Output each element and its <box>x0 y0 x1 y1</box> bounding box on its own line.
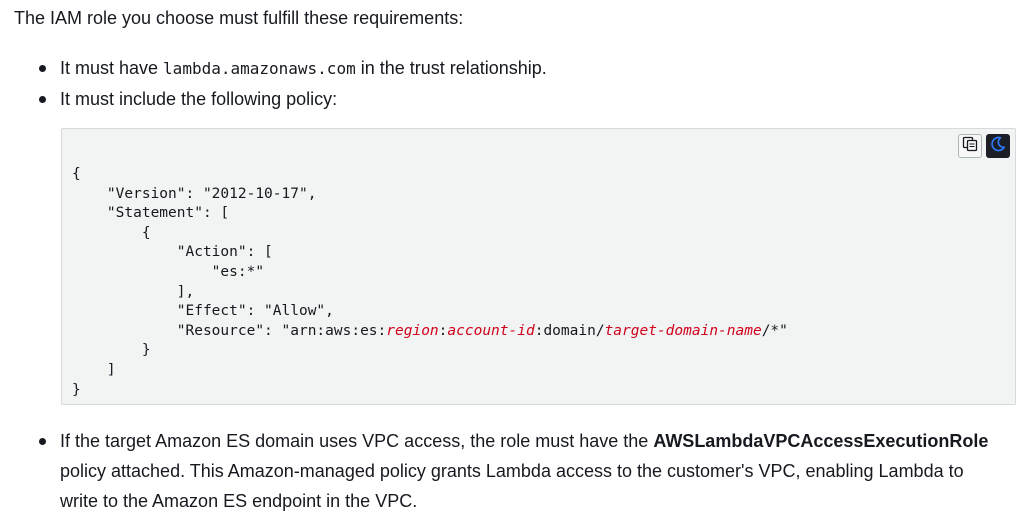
requirement-policy: It must include the following policy: <box>38 84 338 114</box>
code-line: "Action": [ <box>72 244 273 261</box>
code-line: "Effect": "Allow", <box>72 303 334 320</box>
code-line: { <box>72 224 151 241</box>
inline-code-service-principal: lambda.amazonaws.com <box>163 59 356 78</box>
code-separator: : <box>438 322 448 339</box>
code-line: { <box>72 166 81 182</box>
requirement-text: It must have <box>60 58 164 78</box>
requirement-text: If the target Amazon ES domain uses VPC … <box>60 431 654 451</box>
code-line: ], <box>72 283 195 300</box>
code-line: "Version": "2012-10-17", <box>72 185 317 202</box>
placeholder-account-id: account-id <box>447 322 535 339</box>
code-tail: /*" <box>761 322 788 339</box>
code-line: ] <box>72 361 116 378</box>
intro-text: The IAM role you choose must fulfill the… <box>14 8 464 28</box>
requirement-vpc-access: If the target Amazon ES domain uses VPC … <box>39 426 1000 516</box>
moon-icon <box>990 136 1006 157</box>
placeholder-target-domain-name: target-domain-name <box>604 322 762 339</box>
policy-code-block: { "Version": "2012-10-17", "Statement": … <box>61 128 1016 405</box>
code-line-resource: "Resource": "arn:aws:es:region:account-i… <box>72 323 788 339</box>
dark-mode-toggle[interactable] <box>986 134 1010 158</box>
code-line: } <box>72 342 151 359</box>
requirement-trust-relationship: It must have lambda.amazonaws.com in the… <box>39 53 547 84</box>
requirement-text: It must include the following policy: <box>60 89 338 109</box>
code-line: "es:*" <box>72 263 265 280</box>
policy-json-code: { "Version": "2012-10-17", "Statement": … <box>72 165 788 400</box>
code-separator: :domain/ <box>534 322 605 339</box>
copy-button[interactable] <box>958 134 982 158</box>
requirement-text: in the trust relationship. <box>355 58 547 78</box>
code-line: "Resource": "arn:aws:es: <box>72 322 387 339</box>
copy-icon <box>962 136 978 157</box>
managed-policy-name: AWSLambdaVPCAccessExecutionRole <box>653 431 989 451</box>
code-line: "Statement": [ <box>72 205 230 222</box>
requirement-text: policy attached. This Amazon-managed pol… <box>60 461 964 511</box>
placeholder-region: region <box>386 322 439 339</box>
code-line: } <box>72 381 81 398</box>
